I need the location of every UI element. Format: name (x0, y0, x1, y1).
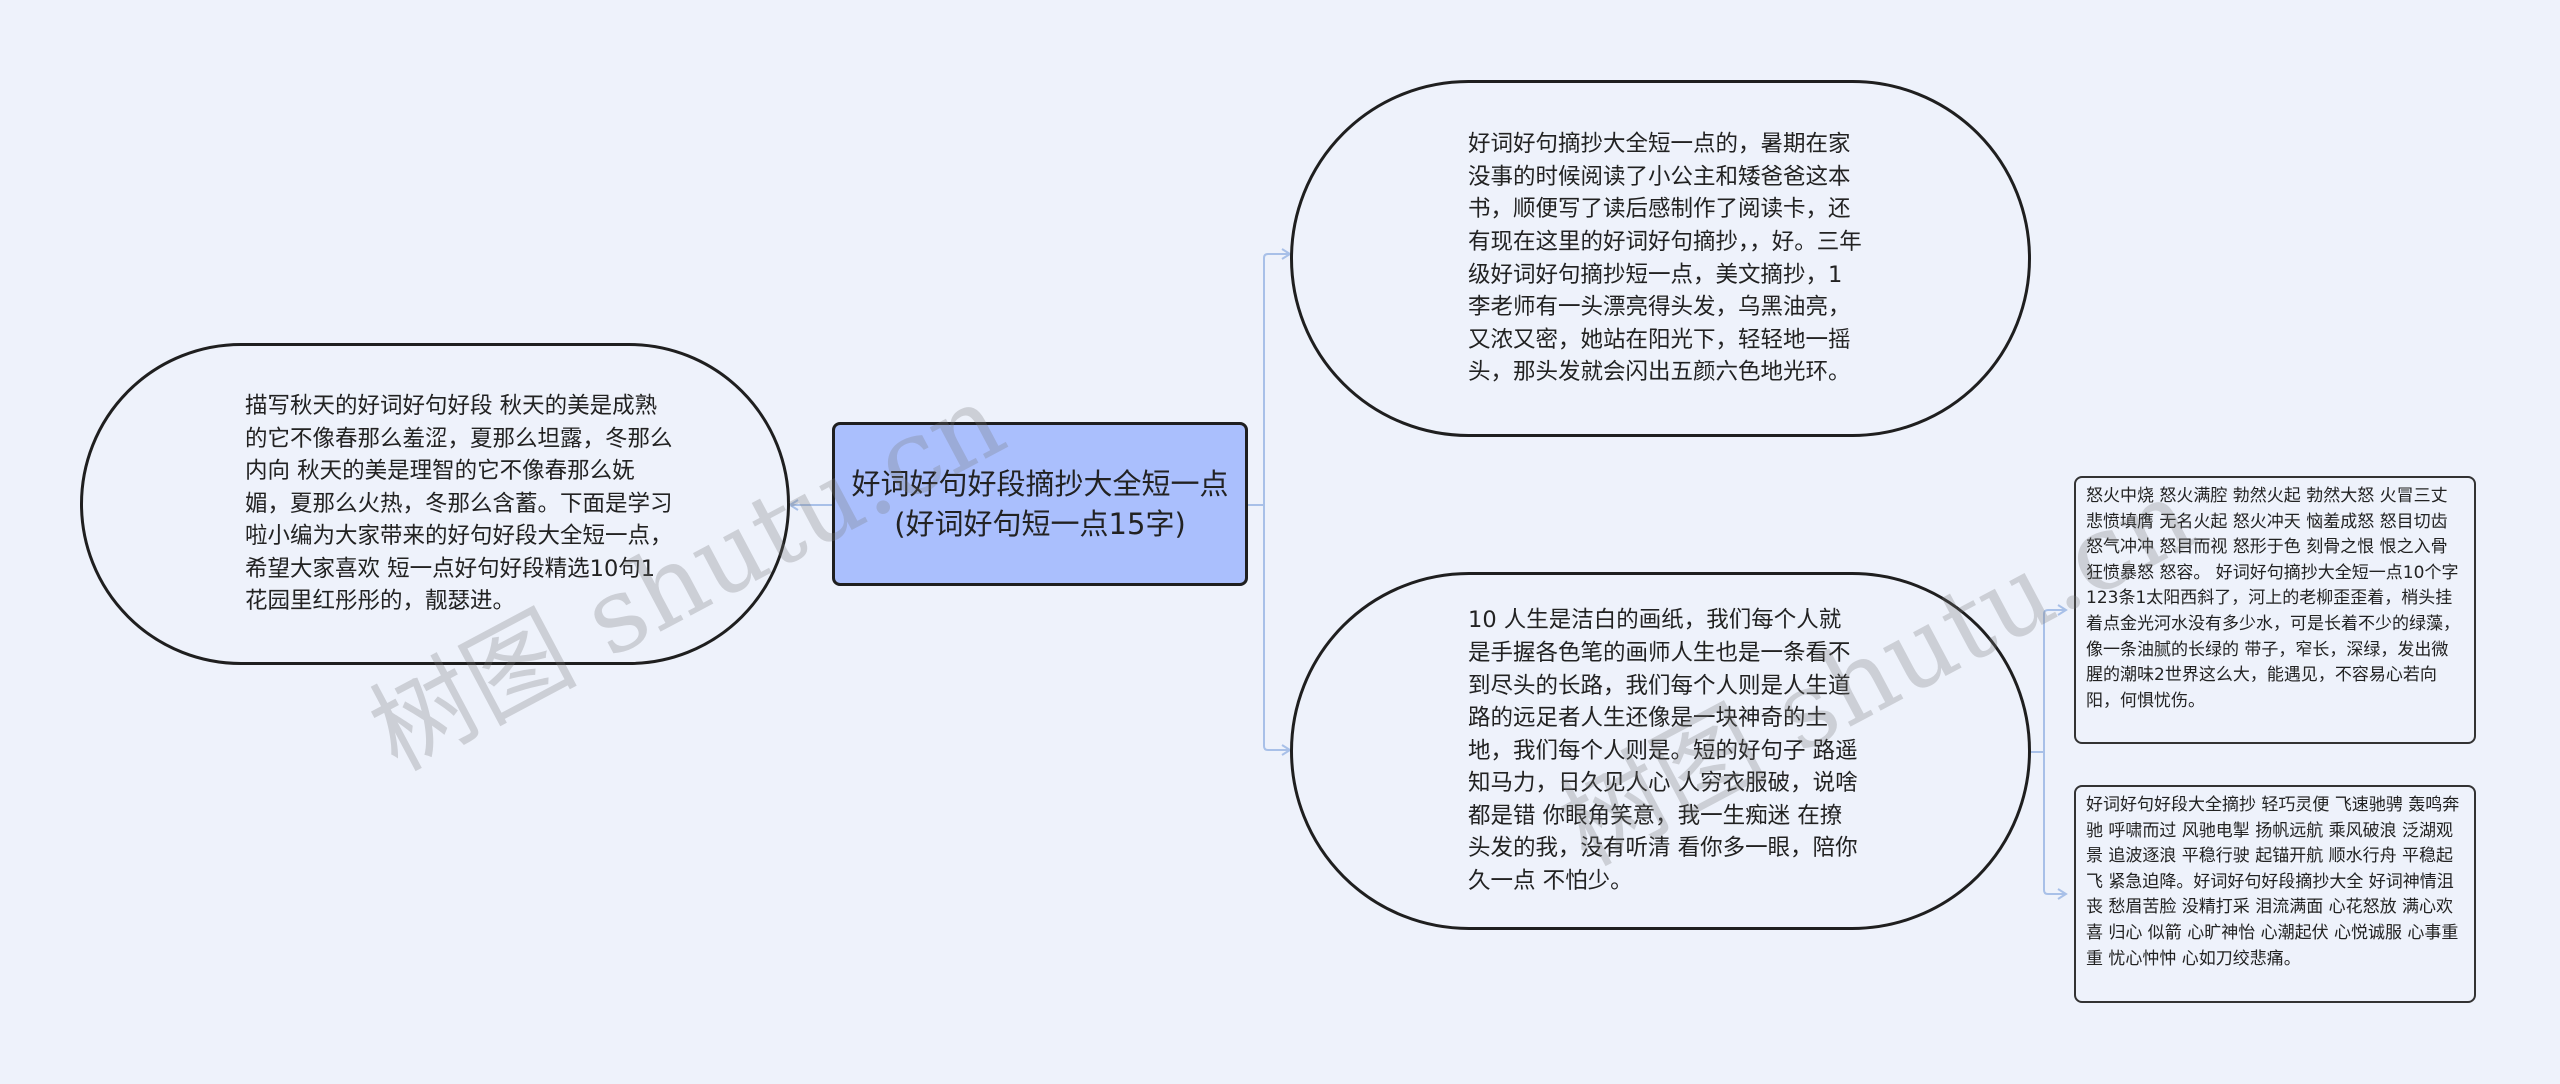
branch-left-text: 描写秋天的好词好句好段 秋天的美是成熟的它不像春那么羞涩，夏那么坦露，冬那么内向… (245, 392, 673, 615)
connector-to-leaves-lower (2043, 752, 2066, 895)
arrow-left (788, 499, 799, 511)
branch-top-right-node[interactable]: 好词好句摘抄大全短一点的，暑期在家没事的时候阅读了小公主和矮爸爸这本书，顺便写了… (1290, 80, 2031, 437)
root-topic-node[interactable]: 好词好句好段摘抄大全短一点(好词好句短一点15字) (832, 422, 1248, 586)
connector-to-leaves (2031, 609, 2066, 753)
arrow-leaf-2 (2057, 888, 2068, 900)
branch-bottom-right-node[interactable]: 10 人生是洁白的画纸，我们每个人就是手握各色笔的画师人生也是一条看不到尽头的长… (1290, 572, 2031, 930)
leaf-2-text: 好词好句好段大全摘抄 轻巧灵便 飞速驰骋 轰鸣奔驰 呼啸而过 风驰电掣 扬帆远航… (2086, 795, 2460, 969)
connector-root-right-lower (1263, 505, 1290, 751)
arrow-leaf-1 (2057, 604, 2068, 616)
leaf-node-2[interactable]: 好词好句好段大全摘抄 轻巧灵便 飞速驰骋 轰鸣奔驰 呼啸而过 风驰电掣 扬帆远航… (2074, 785, 2476, 1003)
leaf-1-text: 怒火中烧 怒火满腔 勃然火起 勃然大怒 火冒三丈 悲愤填膺 无名火起 怒火冲天 … (2086, 486, 2460, 711)
connector-root-right (1248, 253, 1290, 506)
root-topic-text: 好词好句好段摘抄大全短一点(好词好句短一点15字) (851, 467, 1229, 541)
branch-left-node[interactable]: 描写秋天的好词好句好段 秋天的美是成熟的它不像春那么羞涩，夏那么坦露，冬那么内向… (80, 343, 790, 665)
leaf-node-1[interactable]: 怒火中烧 怒火满腔 勃然火起 勃然大怒 火冒三丈 悲愤填膺 无名火起 怒火冲天 … (2074, 476, 2476, 744)
branch-bottom-right-text: 10 人生是洁白的画纸，我们每个人就是手握各色笔的画师人生也是一条看不到尽头的长… (1468, 607, 1858, 895)
branch-top-right-text: 好词好句摘抄大全短一点的，暑期在家没事的时候阅读了小公主和矮爸爸这本书，顺便写了… (1468, 131, 1862, 386)
